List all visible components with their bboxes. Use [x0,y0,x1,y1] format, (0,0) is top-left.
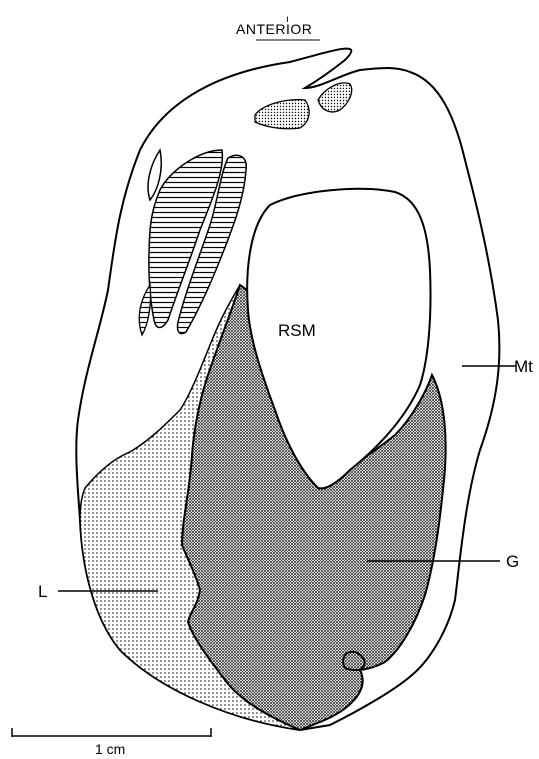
orientation-mark: ı [286,14,289,25]
scale-bar-label: 1 cm [95,741,125,757]
label-rsm: RSM [278,321,316,340]
orientation-label: ANTERIOR [236,21,312,37]
label-g: G [506,552,519,571]
label-l: L [38,582,47,601]
label-mt: Mt [514,357,533,376]
scale-bar: 1 cm [12,728,211,757]
